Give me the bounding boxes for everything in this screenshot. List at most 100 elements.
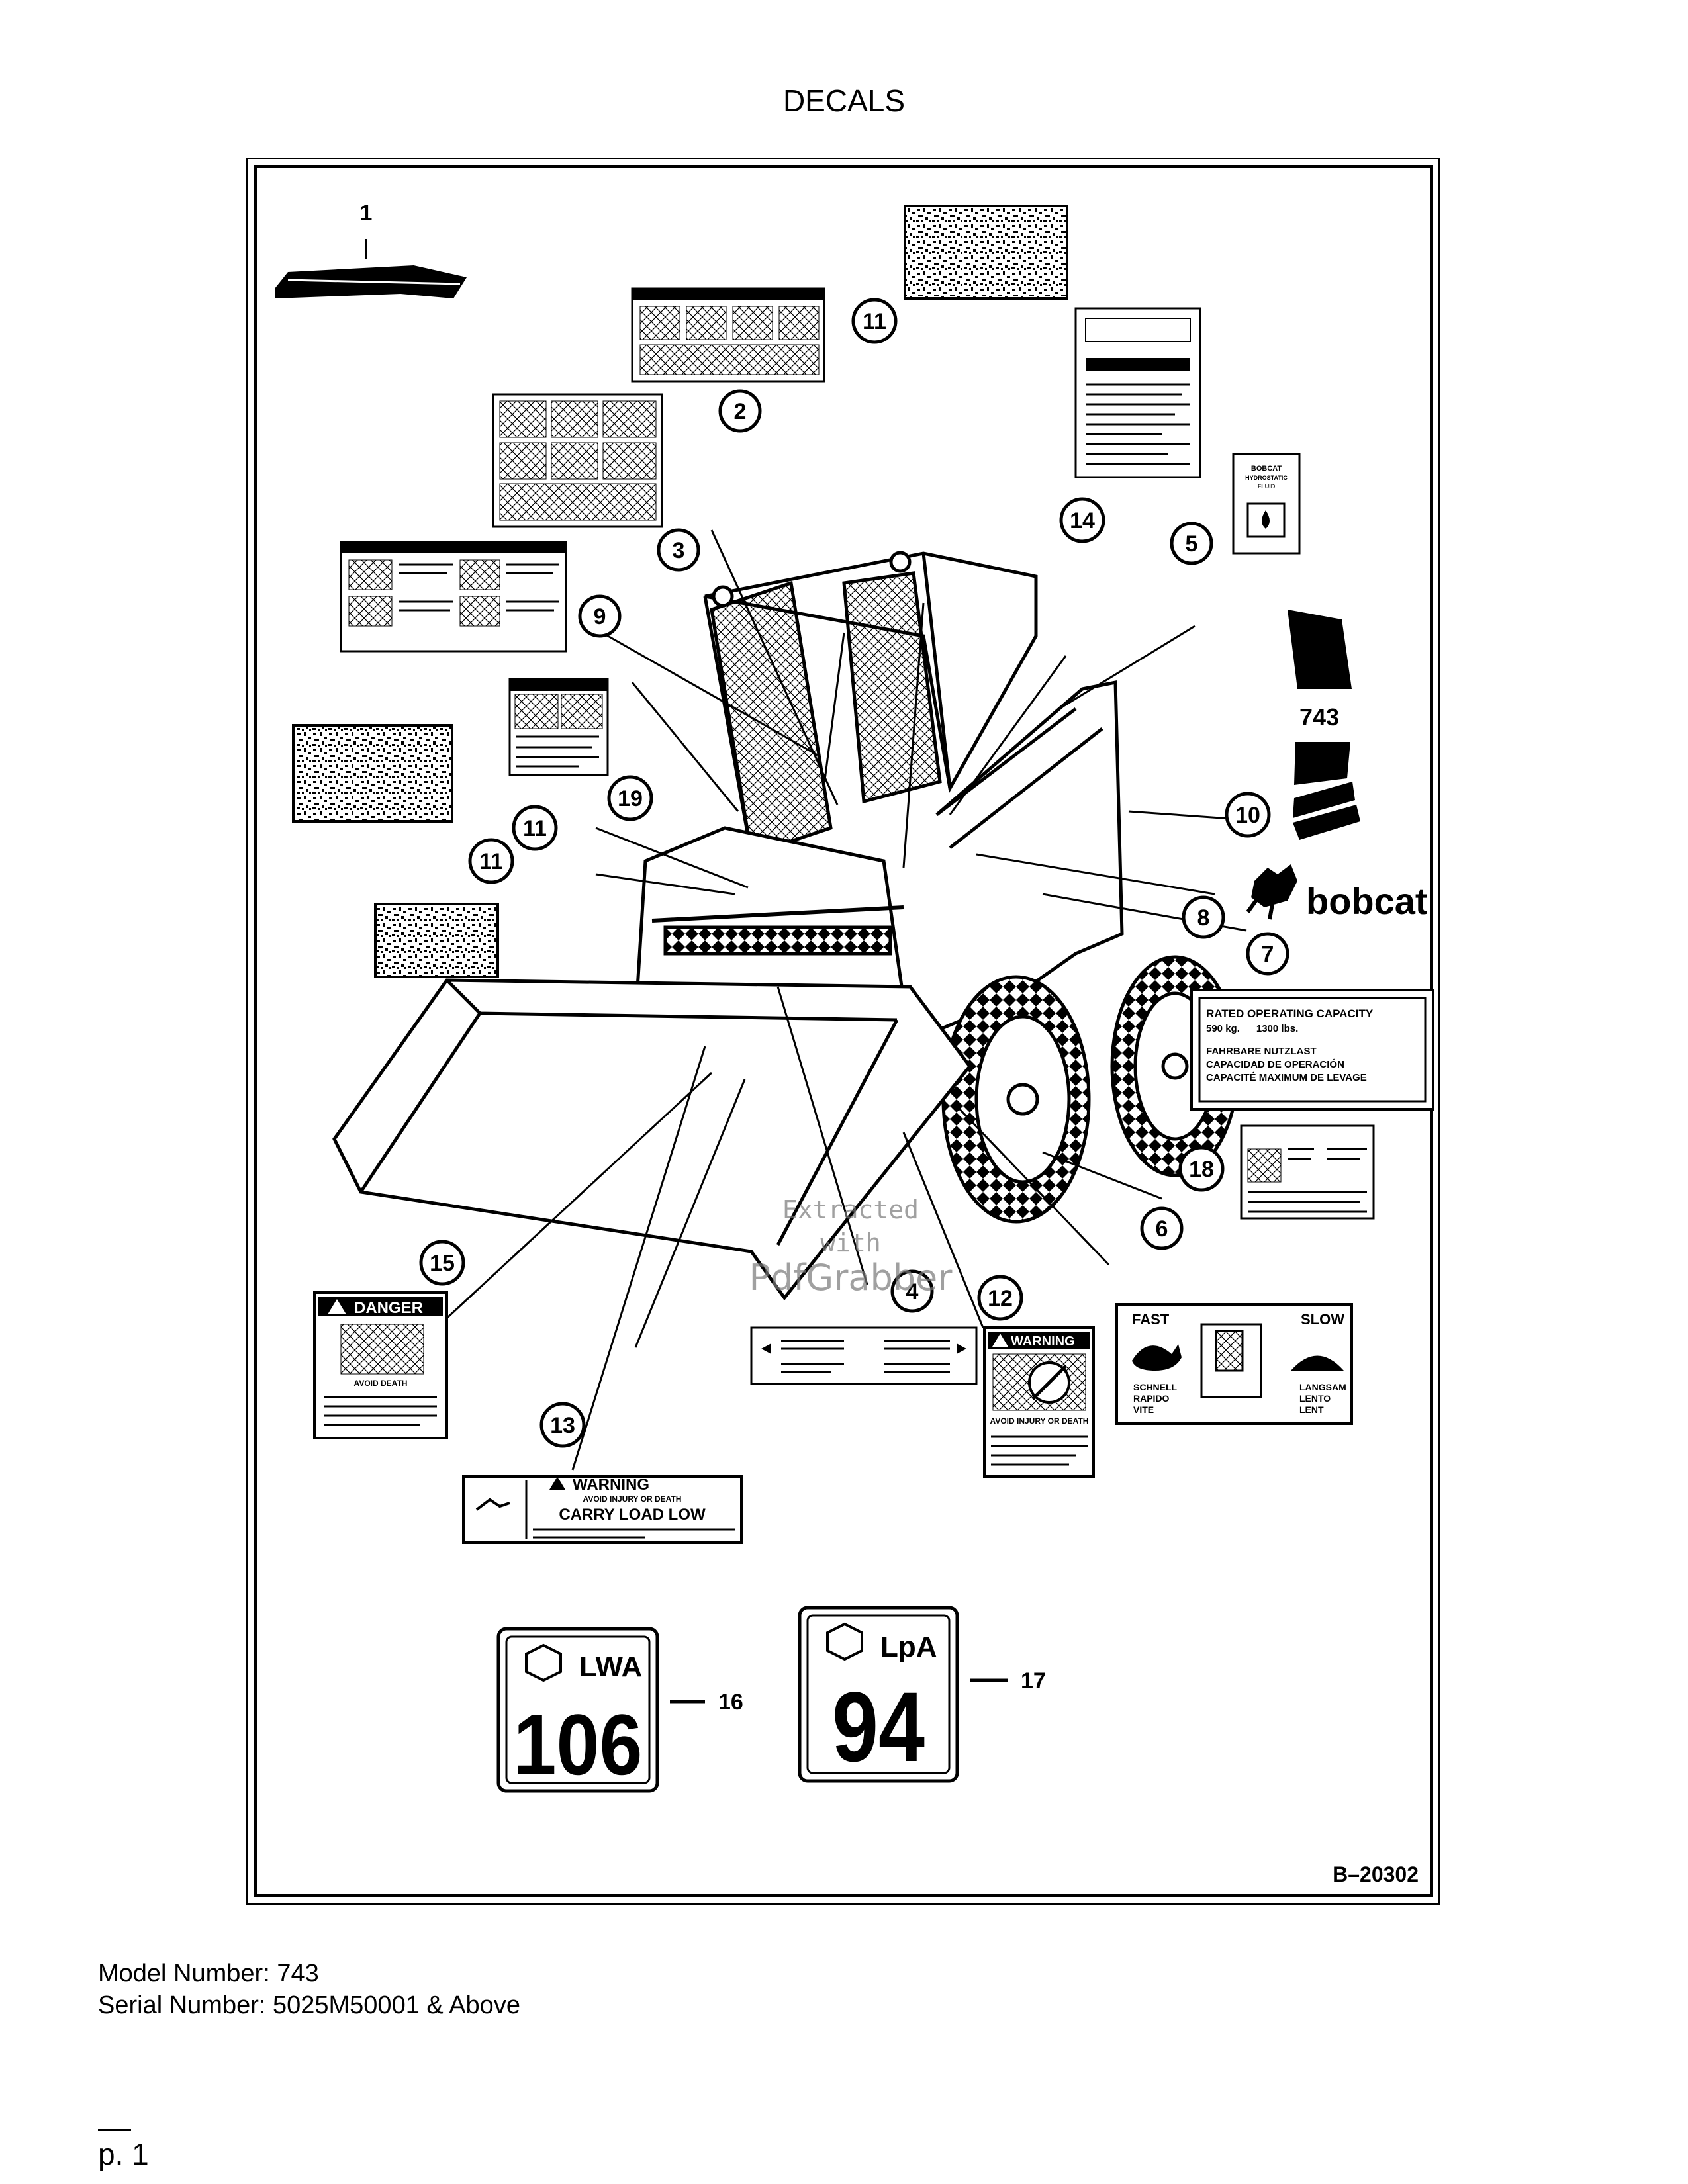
throttle-vite: VITE bbox=[1133, 1404, 1154, 1415]
watermark-line-3: PdfGrabber bbox=[749, 1257, 953, 1298]
callout-5: 5 bbox=[1170, 522, 1213, 565]
throttle-schnell: SCHNELL bbox=[1133, 1382, 1178, 1392]
lpa-label: LpA bbox=[880, 1631, 937, 1663]
callout-13: 13 bbox=[539, 1402, 586, 1448]
callout-8: 8 bbox=[1182, 895, 1225, 939]
bobcat-logo-decal: bobcat bbox=[1246, 864, 1428, 922]
carry-load-low-decal: WARNING AVOID INJURY OR DEATH CARRY LOAD… bbox=[462, 1475, 743, 1544]
callout-4-label: 4 bbox=[906, 1279, 919, 1304]
callout-16: 16 bbox=[670, 1690, 743, 1715]
page-title: DECALS bbox=[782, 83, 906, 118]
callout-13-label: 13 bbox=[550, 1413, 575, 1438]
decals-illustration: BOBCAT HYDROSTATIC FLUID 743 bobcat bbox=[275, 201, 1434, 1793]
hydro-fluid-line-2: HYDROSTATIC bbox=[1245, 475, 1288, 481]
throttle-fast-label: FAST bbox=[1132, 1311, 1170, 1328]
callout-19-label: 19 bbox=[618, 786, 643, 811]
callout-9-label: 9 bbox=[594, 604, 606, 629]
callout-6-label: 6 bbox=[1156, 1216, 1168, 1242]
callout-14: 14 bbox=[1059, 497, 1105, 543]
speckled-decal-left-lower bbox=[374, 903, 499, 978]
throttle-langsam: LANGSAM bbox=[1299, 1382, 1346, 1392]
turtle-icon bbox=[1291, 1355, 1344, 1371]
callout-17: 17 bbox=[970, 1668, 1046, 1694]
callout-11-top: 11 bbox=[851, 298, 898, 344]
figure-number: B–20302 bbox=[1333, 1862, 1419, 1886]
warning-ether-decal: WARNING AVOID INJURY OR DEATH bbox=[983, 1326, 1095, 1478]
callout-7: 7 bbox=[1246, 932, 1289, 976]
callout-5-label: 5 bbox=[1186, 531, 1198, 557]
decal-1-stripe bbox=[275, 239, 467, 298]
hydro-fluid-line-3: FLUID bbox=[1258, 483, 1276, 490]
ether-decal-heading: WARNING bbox=[1011, 1334, 1075, 1349]
hydrostatic-fluid-decal: BOBCAT HYDROSTATIC FLUID bbox=[1232, 453, 1301, 555]
page-number-rule bbox=[98, 2129, 131, 2131]
hydro-fluid-line-1: BOBCAT bbox=[1251, 465, 1282, 473]
lpa-noise-decal: LpA 94 bbox=[798, 1606, 959, 1783]
throttle-lento: LENTO bbox=[1299, 1393, 1331, 1404]
callout-11-left-upper-label: 11 bbox=[523, 816, 547, 841]
watermark-line-2: with bbox=[820, 1228, 881, 1257]
callout-12: 12 bbox=[977, 1275, 1023, 1321]
callout-18-label: 18 bbox=[1189, 1157, 1214, 1182]
callout-2-label: 2 bbox=[734, 399, 747, 424]
callout-1: 1 bbox=[360, 201, 373, 226]
rated-capacity-decal: RATED OPERATING CAPACITY 590 kg. 1300 lb… bbox=[1190, 989, 1434, 1111]
rabbit-icon bbox=[1132, 1344, 1182, 1371]
rated-capacity-line-5: CAPACITÉ MAXIMUM DE LEVAGE bbox=[1206, 1072, 1367, 1083]
callout-16-label: 16 bbox=[718, 1690, 743, 1715]
callout-4: 4 bbox=[890, 1269, 934, 1313]
callout-8-label: 8 bbox=[1197, 905, 1210, 931]
callout-17-label: 17 bbox=[1021, 1668, 1046, 1694]
callout-10-label: 10 bbox=[1235, 803, 1260, 828]
rated-capacity-line-3: FAHRBARE NUTZLAST bbox=[1206, 1046, 1317, 1057]
throttle-lent: LENT bbox=[1299, 1404, 1324, 1415]
speckled-decal-left bbox=[292, 724, 453, 823]
callout-11-left-lower: 11 bbox=[468, 838, 514, 884]
lpa-value: 94 bbox=[832, 1671, 925, 1782]
serial-number-line: Serial Number: 5025M50001 & Above bbox=[98, 1991, 520, 2019]
skid-steer-loader bbox=[332, 551, 1240, 1301]
brand-logo-text: bobcat bbox=[1306, 880, 1428, 922]
lwa-noise-decal: LWA 106 bbox=[496, 1627, 659, 1793]
danger-decal-avoid-death: AVOID DEATH bbox=[354, 1379, 408, 1388]
lwa-value: 106 bbox=[514, 1696, 643, 1793]
callout-6: 6 bbox=[1140, 1206, 1184, 1250]
throttle-slow-label: SLOW bbox=[1301, 1311, 1344, 1328]
callout-15-label: 15 bbox=[430, 1251, 455, 1276]
warning-pictorial-decal-top bbox=[631, 287, 825, 383]
speckled-decal-top-right bbox=[904, 205, 1068, 300]
danger-decal-heading: DANGER bbox=[354, 1299, 423, 1317]
avoid-injury-decal-small bbox=[508, 678, 609, 776]
callout-7-label: 7 bbox=[1262, 942, 1274, 967]
danger-decal: DANGER AVOID DEATH bbox=[313, 1291, 448, 1439]
safety-pictorial-decal bbox=[492, 393, 663, 528]
model-number-line: Model Number: 743 bbox=[98, 1960, 319, 1987]
figure-frame: BOBCAT HYDROSTATIC FLUID 743 bobcat bbox=[246, 158, 1440, 1905]
callout-10: 10 bbox=[1225, 792, 1271, 838]
ether-decal-avoid-injury: AVOID INJURY OR DEATH bbox=[990, 1416, 1089, 1426]
callout-9: 9 bbox=[578, 594, 622, 638]
callout-11-left-upper: 11 bbox=[512, 805, 558, 851]
callout-14-label: 14 bbox=[1070, 508, 1095, 533]
callout-15: 15 bbox=[419, 1240, 465, 1286]
callout-18: 18 bbox=[1178, 1146, 1225, 1192]
callout-19: 19 bbox=[607, 775, 653, 821]
watermark-line-1: Extracted bbox=[782, 1195, 919, 1224]
callout-11-top-label: 11 bbox=[863, 309, 886, 334]
lift-arm-arrow-decal bbox=[750, 1326, 978, 1385]
model-number-decal-text: 743 bbox=[1299, 704, 1339, 731]
callout-3-label: 3 bbox=[673, 538, 685, 563]
operator-warning-decal bbox=[1074, 307, 1201, 478]
rated-capacity-line-2: 590 kg. 1300 lbs. bbox=[1206, 1023, 1298, 1034]
lwa-label: LWA bbox=[579, 1651, 642, 1683]
info-decal-small-right bbox=[1240, 1124, 1375, 1220]
left-warning-pictorial-decal bbox=[340, 541, 567, 653]
carry-decal-avoid-injury: AVOID INJURY OR DEATH bbox=[583, 1494, 682, 1504]
fast-slow-throttle-decal: FAST SLOW SCHNELL RAPIDO VITE LANGSAM LE… bbox=[1115, 1303, 1353, 1425]
callout-leader-lines bbox=[439, 529, 1268, 1471]
callout-1-label: 1 bbox=[360, 201, 373, 226]
callout-3: 3 bbox=[657, 528, 700, 572]
callout-12-label: 12 bbox=[988, 1286, 1013, 1311]
carry-decal-heading: WARNING bbox=[573, 1476, 649, 1494]
rated-capacity-line-1: RATED OPERATING CAPACITY bbox=[1206, 1007, 1374, 1020]
